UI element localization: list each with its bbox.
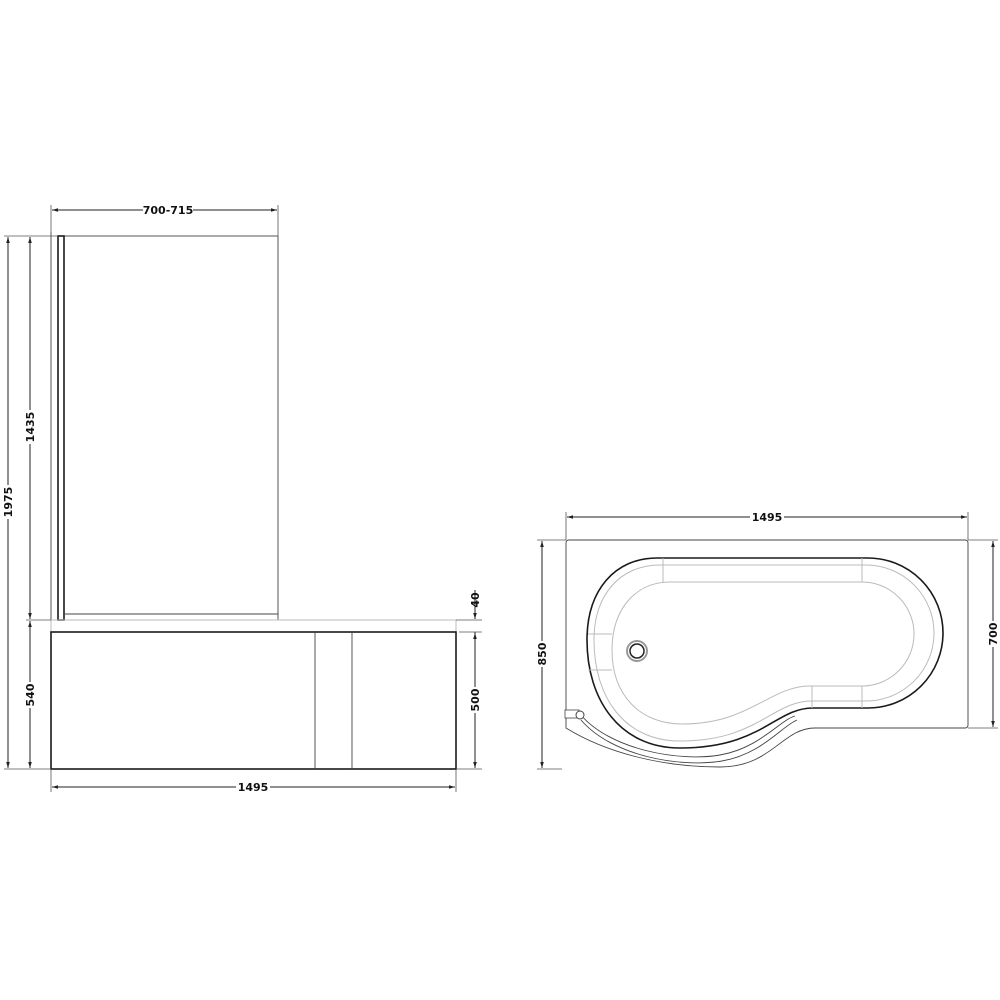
screen-profile [57, 235, 65, 621]
dim-label: 40 [469, 592, 482, 608]
screen-plan [579, 713, 798, 764]
dim-panel-height: 500 [468, 633, 482, 768]
dim-label: 850 [536, 642, 549, 665]
hinge-pivot [575, 710, 585, 720]
dim-label: 500 [469, 688, 482, 711]
dim-bath-length: 1495 [50, 769, 457, 794]
dim-screen-width: 700-715 [50, 203, 279, 236]
dim-plan-length: 1495 [565, 510, 969, 540]
dim-bath-height: 540 [23, 621, 37, 768]
bath-panel [50, 631, 457, 770]
plan-view: 1495 850 700 [535, 510, 1000, 770]
dim-label: 700 [987, 622, 1000, 645]
dim-label: 1495 [752, 511, 783, 524]
dim-label: 1975 [2, 487, 15, 518]
dim-label: 1435 [24, 412, 37, 443]
dim-label: 1495 [238, 781, 269, 794]
bowl-rim [586, 557, 944, 749]
dim-plan-max-width: 850 [535, 539, 566, 770]
bowl-inner [593, 564, 935, 742]
drain-icon [626, 640, 648, 662]
dim-plan-narrow-width: 700 [968, 539, 1000, 729]
front-elevation: 700-715 1975 1435 540 40 500 [1, 203, 482, 794]
bowl-floor [611, 581, 915, 725]
drain-inner [629, 643, 645, 659]
bath-rim [50, 619, 457, 633]
dim-label: 540 [24, 683, 37, 706]
dim-rim-thickness: 40 [456, 590, 482, 770]
dim-total-height: 1975 [1, 235, 58, 770]
dim-label: 700-715 [143, 204, 194, 217]
screen-glass [57, 235, 279, 621]
bath-outline [565, 539, 969, 768]
dim-screen-height: 1435 [23, 237, 51, 621]
